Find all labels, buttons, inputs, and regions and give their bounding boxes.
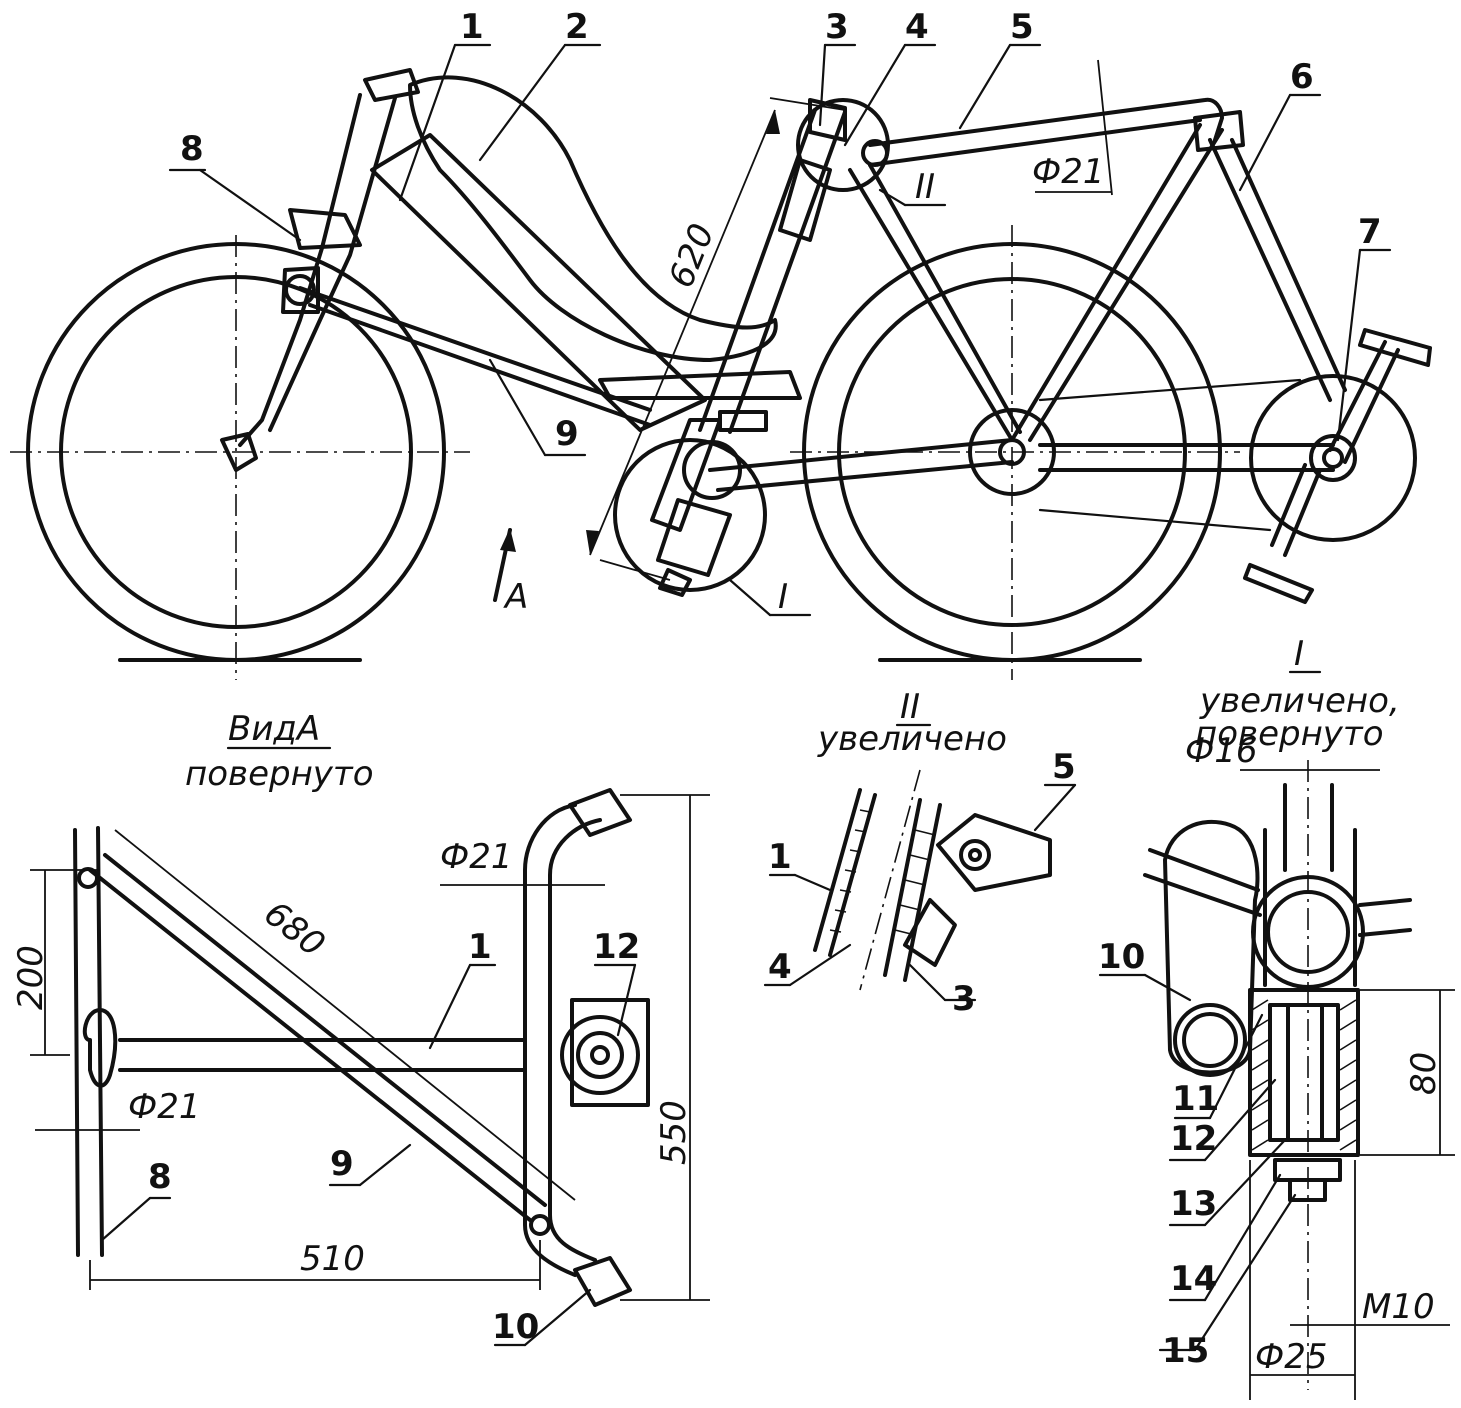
detail-i-callout-13: 13: [1170, 1184, 1217, 1224]
callout-5: 5: [1010, 7, 1034, 47]
view-a: ВидА повернуто 200 680 Ф21 Ф21: [11, 709, 710, 1347]
callout-9: 9: [555, 414, 579, 454]
detail-i: I увеличено, повернуто Ф16: [1098, 634, 1455, 1400]
dim-phi21-a-label: Ф21: [440, 837, 513, 877]
dim-620-label: 620: [661, 218, 722, 293]
detail-ii-callout-3: 3: [952, 979, 976, 1019]
view-a-title: ВидА: [228, 709, 320, 749]
detail-mark-II: II: [915, 167, 935, 207]
detail-ii-callout-1: 1: [768, 837, 792, 877]
callout-4: 4: [905, 7, 929, 47]
detail-ii-callout-4: 4: [768, 947, 792, 987]
detail-i-callout-10: 10: [1098, 937, 1145, 977]
detail-i-callout-12: 12: [1170, 1119, 1217, 1159]
callout-3: 3: [825, 7, 849, 47]
main-callouts: 1 2 3 4 5 6 7 8 9 II I А: [168, 7, 1392, 617]
dim-phi21-main-label: Ф21: [1032, 152, 1105, 192]
front-wheel: [10, 235, 470, 680]
dim-680-label: 680: [256, 894, 332, 965]
callout-6: 6: [1290, 57, 1314, 97]
dim-m10-label: М10: [1362, 1287, 1435, 1327]
detail-i-subtitle2: повернуто: [1195, 714, 1384, 754]
dim-200-label: 200: [11, 945, 51, 1010]
detail-ii-subtitle: увеличено: [817, 719, 1007, 759]
detail-i-callout-11: 11: [1172, 1079, 1219, 1119]
frame: [238, 68, 1347, 597]
view-a-callout-12: 12: [593, 927, 640, 967]
detail-i-title: I: [1294, 634, 1304, 674]
detail-ii-callout-5: 5: [1052, 747, 1076, 787]
dim-510-label: 510: [300, 1239, 365, 1279]
dim-550-label: 550: [654, 1100, 694, 1165]
view-a-callout-9: 9: [330, 1144, 354, 1184]
detail-mark-I: I: [778, 577, 788, 617]
detail-i-callout-15: 15: [1162, 1331, 1209, 1371]
view-a-callout-8: 8: [148, 1157, 172, 1197]
callout-1: 1: [460, 7, 484, 47]
rear-wheel: [790, 225, 1240, 680]
dim-phi21-main: Ф21: [1032, 59, 1113, 196]
detail-i-callout-14: 14: [1170, 1259, 1217, 1299]
view-arrow-A: А: [503, 577, 528, 617]
dim-phi16-label: Ф16: [1185, 731, 1258, 771]
view-a-callout-10: 10: [492, 1307, 539, 1347]
callout-8: 8: [180, 129, 204, 169]
view-a-subtitle: повернуто: [185, 754, 374, 794]
detail-ii-title: II: [900, 687, 920, 727]
callout-7: 7: [1358, 212, 1382, 252]
dim-phi21-b-label: Ф21: [128, 1087, 201, 1127]
detail-ii: II увеличено 1 4 3 5: [763, 687, 1077, 1019]
dim-80-label: 80: [1404, 1052, 1444, 1095]
chainring: [1038, 328, 1432, 604]
callout-2: 2: [565, 7, 589, 47]
main-view: 620 Ф21 1 2 3 4 5 6 7 8 9: [10, 7, 1432, 680]
dim-phi25-label: Ф25: [1255, 1337, 1328, 1377]
view-a-callout-1: 1: [468, 927, 492, 967]
detail-i-subtitle: увеличено,: [1199, 681, 1400, 721]
